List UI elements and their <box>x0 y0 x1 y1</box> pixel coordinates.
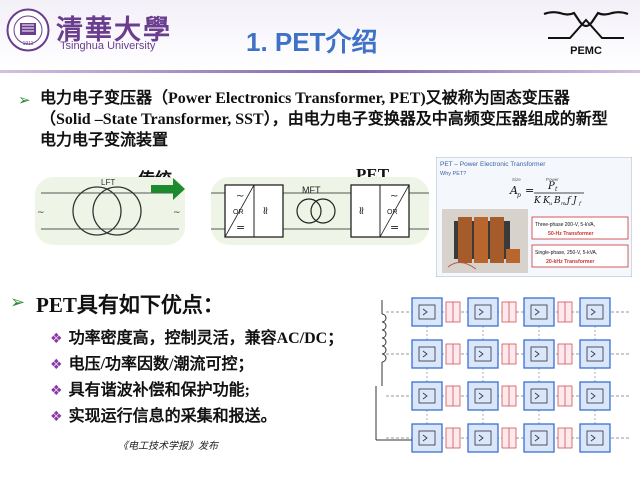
diamond-bullet-icon: ❖ <box>50 331 63 347</box>
logo-english-name: Tsinghua University <box>60 40 155 52</box>
header-rule <box>0 70 640 73</box>
pemc-logo-text: PEMC <box>570 45 602 57</box>
ac-symbol-right: ~ <box>173 208 181 218</box>
svg-text:≈: ≈ <box>355 206 368 215</box>
arrow-right-icon: ➢ <box>10 292 25 313</box>
svg-text:OR: OR <box>387 209 398 216</box>
advantage-text: 功率密度高，控制灵活，兼容AC/DC； <box>69 330 344 347</box>
inset-question: Why PET? <box>440 171 466 177</box>
tsinghua-seal-icon: 1911 <box>6 8 50 52</box>
inset-box-50hz: Three-phase 200-V, 5-kVA, 50-Hz Transfor… <box>532 217 628 239</box>
advantage-item: ❖ 功率密度高，控制灵活，兼容AC/DC； <box>50 324 343 348</box>
input-coil-segment <box>382 322 386 330</box>
svg-text:Three-phase 200-V, 5-kVA,: Three-phase 200-V, 5-kVA, <box>535 222 595 228</box>
ac-symbol-left: ~ <box>37 208 45 218</box>
svg-text:OR: OR <box>233 209 244 216</box>
svg-text:=: = <box>525 184 534 197</box>
inset-box-20khz: Single-phase, 250-V, 5-kVA, 20-kHz Trans… <box>532 245 628 267</box>
converter-block-left: ~ OR = ≈ <box>225 185 283 237</box>
advantage-item: ❖ 实现运行信息的采集和报送。 <box>50 402 277 426</box>
svg-text:K: K <box>533 196 542 206</box>
page-title: 1. PET介绍 <box>246 22 377 59</box>
pet-size-comparison-figure: PET – Power Electronic Transformer Why P… <box>436 157 632 277</box>
advantages-heading: PET具有如下优点： <box>36 289 224 319</box>
arrow-right-icon: ➢ <box>18 91 31 109</box>
svg-text:P: P <box>547 181 555 192</box>
svg-text:u: u <box>549 201 552 207</box>
diamond-bullet-icon: ❖ <box>50 357 63 373</box>
input-coil-segment <box>382 314 386 322</box>
pemc-logo-icon: PEMC <box>540 8 632 60</box>
advantage-item: ❖ 电压/功率因数/潮流可控； <box>50 350 253 374</box>
advantage-text: 实现运行信息的采集和报送。 <box>69 408 277 425</box>
svg-text:~: ~ <box>236 191 244 202</box>
svg-text:m: m <box>561 201 566 207</box>
svg-text:=: = <box>390 221 399 234</box>
input-coil-segment <box>382 330 386 338</box>
svg-text:~: ~ <box>390 191 398 202</box>
input-coil-segment <box>382 338 386 346</box>
pet-definition-text: 电力电子变压器（Power Electronics Transformer, P… <box>40 88 610 151</box>
svg-text:=: = <box>236 221 245 234</box>
transformer-photo <box>442 209 528 273</box>
svg-text:≈: ≈ <box>259 206 272 215</box>
advantage-text: 具有谐波补偿和保护功能; <box>69 382 250 399</box>
diamond-bullet-icon: ❖ <box>50 409 63 425</box>
svg-text:p: p <box>517 192 521 199</box>
svg-text:B: B <box>553 196 561 206</box>
svg-text:Size: Size <box>512 177 521 182</box>
mft-label: MFT <box>302 185 321 195</box>
svg-text:1911: 1911 <box>23 41 34 47</box>
advantage-item: ❖ 具有谐波补偿和保护功能; <box>50 376 250 400</box>
diamond-bullet-icon: ❖ <box>50 383 63 399</box>
transformer-comparison-diagram: LFT ~ ~ ~ OR = ≈ MFT ≈ ~ OR = <box>33 163 433 255</box>
input-coil-segment <box>382 354 386 362</box>
svg-text:20-kHz Transformer: 20-kHz Transformer <box>546 259 594 265</box>
input-coil-segment <box>382 346 386 354</box>
modular-converter-schematic <box>372 290 634 462</box>
source-caption: 《电工技术学报》发布 <box>118 437 218 452</box>
svg-text:Single-phase, 250-V, 5-kVA,: Single-phase, 250-V, 5-kVA, <box>535 250 597 256</box>
converter-block-right: ≈ ~ OR = <box>351 185 409 237</box>
lft-label: LFT <box>101 178 115 187</box>
inset-title: PET – Power Electronic Transformer <box>440 161 546 168</box>
advantage-text: 电压/功率因数/潮流可控； <box>69 356 254 373</box>
svg-text:50-Hz Transformer: 50-Hz Transformer <box>548 231 594 237</box>
